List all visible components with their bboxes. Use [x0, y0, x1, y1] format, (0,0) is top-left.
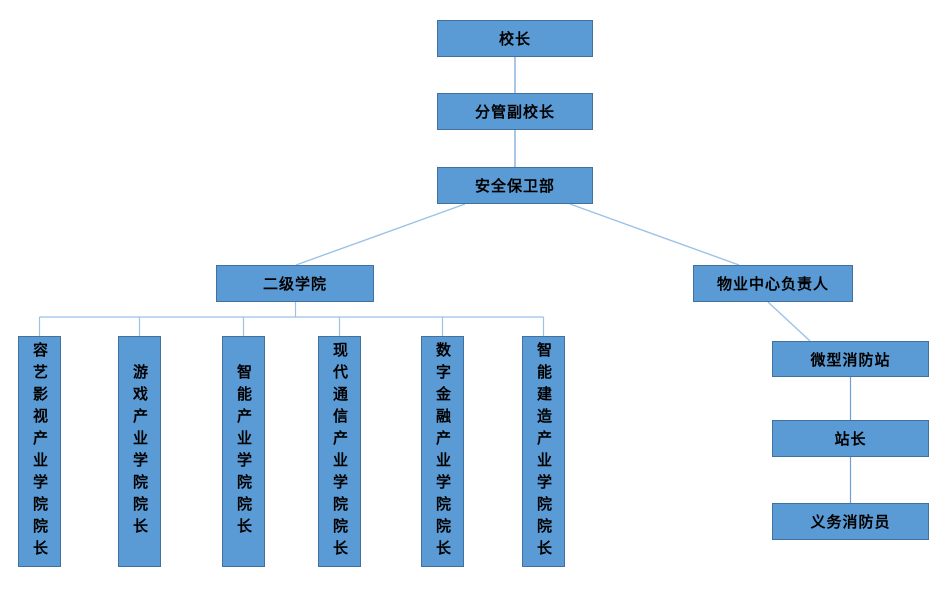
node-vice-principal: 分管副校长 — [437, 93, 593, 130]
node-dean-rongyi-film-tv: 容艺影视产业学院院长 — [18, 336, 61, 567]
dean-label: 现代通信产业学院院长 — [331, 341, 349, 562]
connector-security-colleges — [295, 203, 466, 266]
node-dean-digital-finance: 数字金融产业学院院长 — [421, 336, 464, 567]
node-dean-game-industry: 游戏产业学院院长 — [118, 336, 161, 567]
node-security-department: 安全保卫部 — [437, 167, 593, 204]
dean-label: 智能建造产业学院院长 — [535, 341, 553, 562]
dean-label: 容艺影视产业学院院长 — [31, 341, 49, 562]
connector-property-firestation — [767, 301, 811, 342]
node-principal: 校长 — [437, 20, 593, 57]
dean-label: 智能产业学院院长 — [235, 363, 253, 540]
node-property-center-manager: 物业中心负责人 — [693, 265, 853, 302]
node-micro-fire-station: 微型消防站 — [772, 341, 929, 377]
node-dean-intelligent-industry: 智能产业学院院长 — [222, 336, 265, 567]
node-dean-modern-communication: 现代通信产业学院院长 — [318, 336, 361, 567]
node-volunteer-firefighters: 义务消防员 — [772, 503, 929, 540]
node-dean-intelligent-construction: 智能建造产业学院院长 — [522, 336, 565, 567]
connector-security-property — [569, 203, 740, 266]
dean-label: 数字金融产业学院院长 — [434, 341, 452, 562]
node-secondary-colleges: 二级学院 — [216, 265, 374, 302]
node-station-chief: 站长 — [772, 420, 929, 457]
dean-label: 游戏产业学院院长 — [131, 363, 149, 540]
